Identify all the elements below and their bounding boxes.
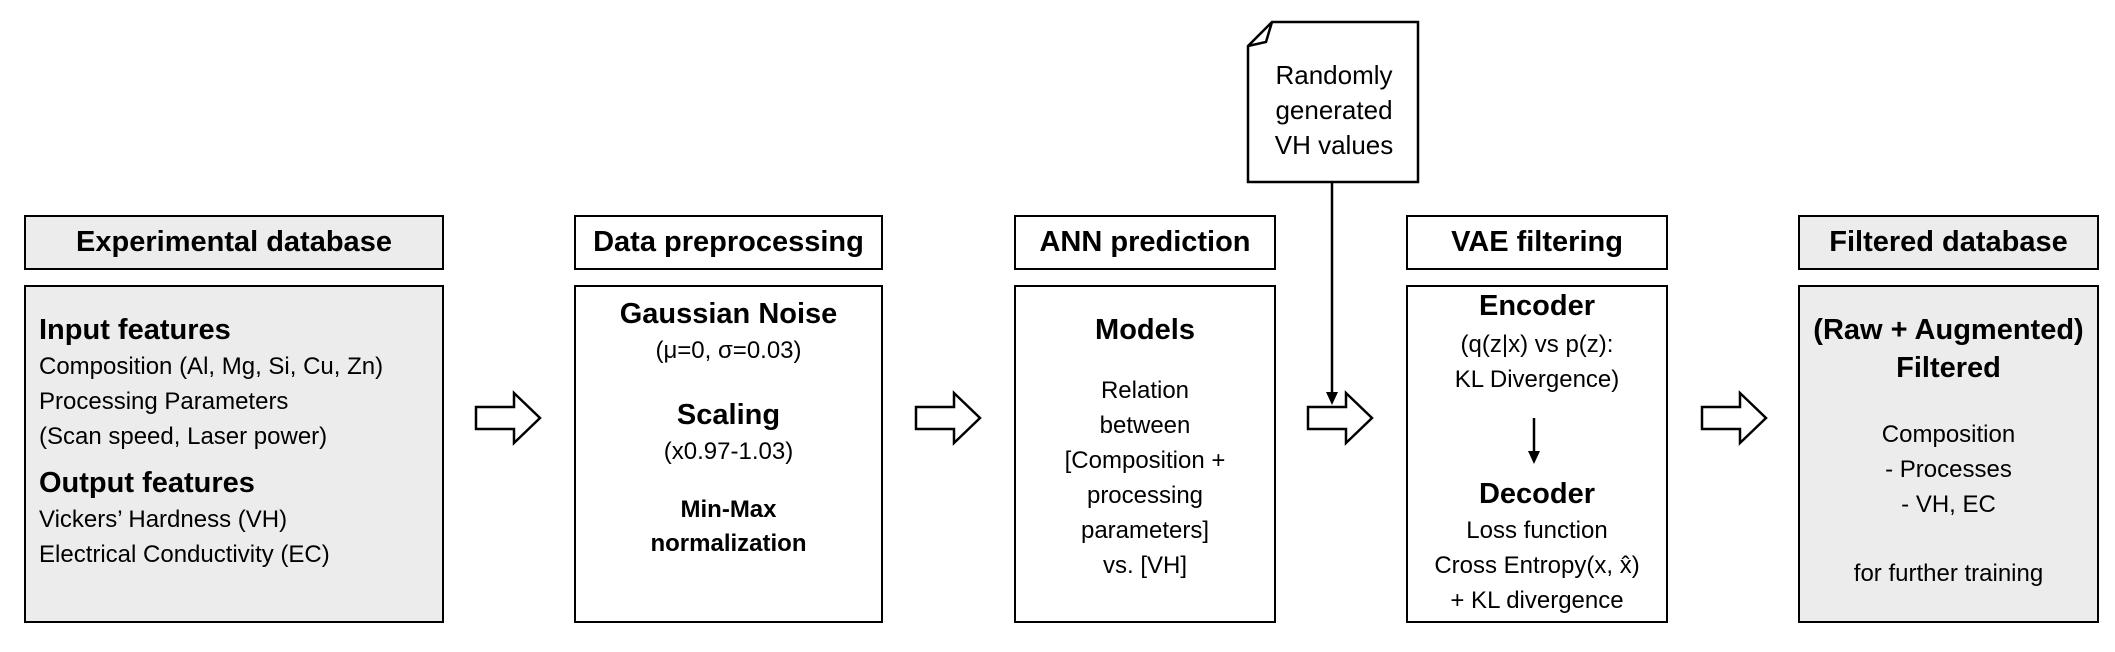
vae-filtering-panel: Encoder (q(z|x) vs p(z): KL Divergence) … <box>1406 285 1668 623</box>
document-fold-corner <box>1247 21 1274 48</box>
random-vh-arrowhead <box>1326 392 1338 405</box>
output-feature-line: Vickers’ Hardness (VH) <box>39 506 288 533</box>
data-preprocessing-header: Data preprocessing <box>574 215 883 270</box>
flow-arrow-4 <box>1700 390 1768 446</box>
filtered-database-panel: (Raw + Augmented) Filtered Composition -… <box>1798 285 2099 623</box>
filtered-title-line: (Raw + Augmented) <box>1813 314 2084 346</box>
relation-description: Relation between [Composition + processi… <box>1016 373 1274 583</box>
scaling-title: Scaling <box>676 399 781 431</box>
relation-line: vs. [VH] <box>1102 552 1187 579</box>
min-max-normalization: Min-Max normalization <box>576 493 881 561</box>
encoder-decoder-arrowhead <box>1528 451 1540 464</box>
relation-line: parameters] <box>1080 517 1210 544</box>
output-features-heading: Output features <box>39 467 255 499</box>
relation-line: between <box>1099 412 1191 439</box>
flow-arrow-2 <box>914 390 982 446</box>
experimental-database-title: Experimental database <box>76 226 392 258</box>
encoder-description: (q(z|x) vs p(z): KL Divergence) <box>1408 327 1666 397</box>
filtered-database-title: Filtered database <box>1829 226 2068 258</box>
random-input-line: generated <box>1275 95 1393 125</box>
ann-prediction-header: ANN prediction <box>1014 215 1276 270</box>
gaussian-noise-title: Gaussian Noise <box>619 298 838 330</box>
gaussian-noise-params: (μ=0, σ=0.03) <box>655 337 802 364</box>
input-features-heading: Input features <box>39 314 231 346</box>
decoder-title: Decoder <box>1478 478 1596 510</box>
input-feature-line: Processing Parameters <box>39 388 289 415</box>
relation-line: processing <box>1086 482 1204 509</box>
input-features-list: Composition (Al, Mg, Si, Cu, Zn) Process… <box>39 349 442 454</box>
encoder-line: KL Divergence) <box>1454 366 1620 393</box>
models-title: Models <box>1095 314 1195 346</box>
filtered-contents: Composition - Processes - VH, EC <box>1800 417 2097 522</box>
flow-arrow-3 <box>1306 390 1374 446</box>
flow-arrow-1 <box>474 390 542 446</box>
scaling-params: (x0.97-1.03) <box>663 438 794 465</box>
encoder-title: Encoder <box>1478 290 1596 322</box>
filtered-database-header: Filtered database <box>1798 215 2099 270</box>
decoder-description: Loss function Cross Entropy(x, x̂) + KL … <box>1408 513 1666 618</box>
vae-filtering-header: VAE filtering <box>1406 215 1668 270</box>
random-input-text: Randomly generated VH values <box>1250 58 1418 163</box>
random-input-line: Randomly <box>1275 60 1393 90</box>
random-input-line: VH values <box>1274 130 1394 160</box>
filtered-content-line: - Processes <box>1885 456 2012 483</box>
input-feature-line: (Scan speed, Laser power) <box>39 423 328 450</box>
encoder-line: (q(z|x) vs p(z): <box>1460 331 1614 358</box>
data-preprocessing-title: Data preprocessing <box>593 226 864 258</box>
filtered-title-line: Filtered <box>1896 352 2001 384</box>
output-feature-line: Electrical Conductivity (EC) <box>39 541 330 568</box>
decoder-line: Loss function <box>1466 517 1608 544</box>
further-training-note: for further training <box>1853 560 2044 587</box>
relation-line: Relation <box>1100 377 1190 404</box>
filtered-title: (Raw + Augmented) Filtered <box>1800 311 2097 387</box>
decoder-line: + KL divergence <box>1450 587 1624 614</box>
data-preprocessing-panel: Gaussian Noise (μ=0, σ=0.03) Scaling (x0… <box>574 285 883 623</box>
ann-prediction-title: ANN prediction <box>1039 226 1251 258</box>
relation-line: [Composition + <box>1064 447 1226 474</box>
filtered-content-line: Composition <box>1881 421 2016 448</box>
vae-filtering-title: VAE filtering <box>1451 226 1623 258</box>
normalization-line: normalization <box>650 530 807 557</box>
experimental-database-panel: Input features Composition (Al, Mg, Si, … <box>24 285 444 623</box>
decoder-line: Cross Entropy(x, x̂) <box>1434 552 1640 579</box>
ann-prediction-panel: Models Relation between [Composition + p… <box>1014 285 1276 623</box>
output-features-list: Vickers’ Hardness (VH) Electrical Conduc… <box>39 502 442 572</box>
input-feature-line: Composition (Al, Mg, Si, Cu, Zn) <box>39 353 384 380</box>
filtered-content-line: - VH, EC <box>1901 491 1996 518</box>
normalization-line: Min-Max <box>680 496 777 523</box>
experimental-database-header: Experimental database <box>24 215 444 270</box>
